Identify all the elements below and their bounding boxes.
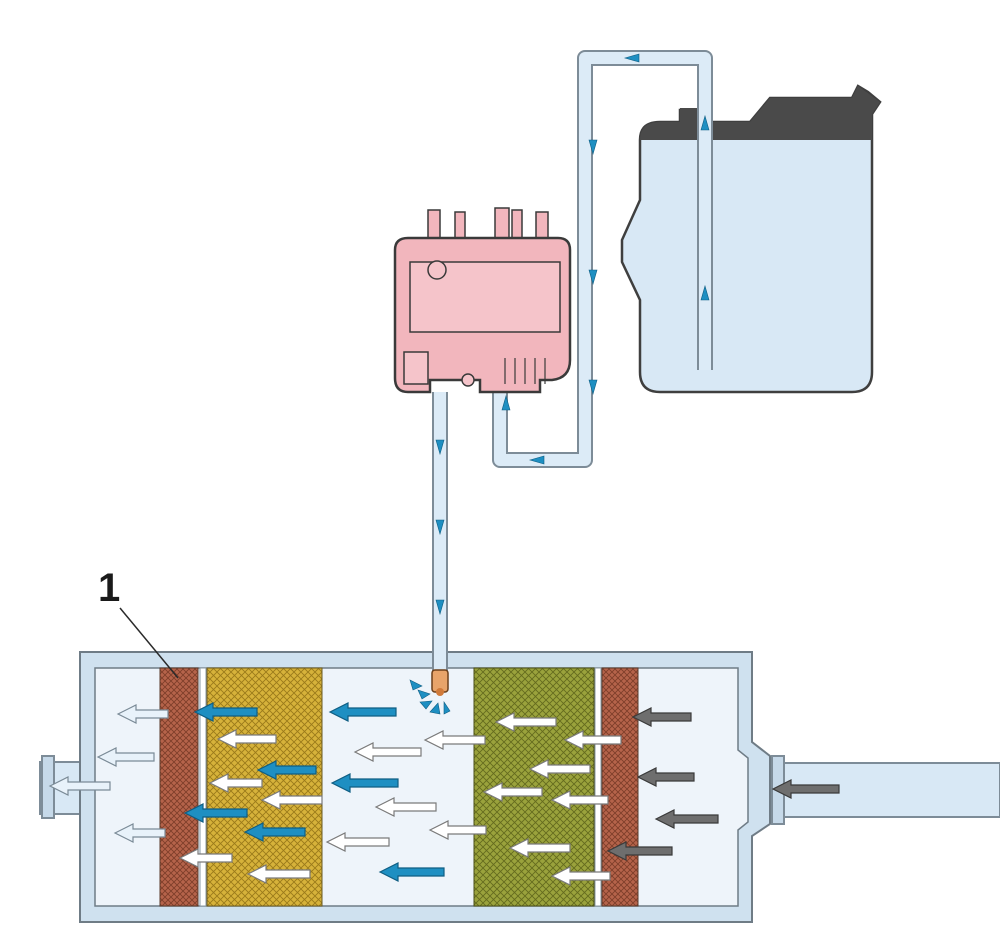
gas-flow-arrows: [48, 702, 840, 886]
flow-arrow-icon: [328, 702, 397, 722]
flow-arrow-icon: [208, 773, 263, 793]
flow-arrow-icon: [563, 730, 622, 750]
flow-arrow-icon: [550, 866, 611, 886]
dosing-module-icon: [393, 207, 572, 394]
flow-arrow-icon: [325, 832, 390, 852]
separator-right: [594, 667, 602, 907]
flow-arrow-icon: [494, 712, 557, 732]
flow-arrow-icon: [116, 704, 169, 724]
injector-nozzle-icon: [409, 669, 451, 715]
separator-left: [199, 667, 207, 907]
flow-arrow-icon: [243, 822, 306, 842]
flow-arrow-icon: [96, 747, 155, 767]
flow-arrow-icon: [183, 803, 248, 823]
brick-layer-left: [159, 667, 199, 907]
flow-arrow-icon: [482, 782, 543, 802]
flow-arrow-icon: [528, 759, 591, 779]
callout-label-1: 1: [98, 566, 121, 610]
flow-arrow-icon: [508, 838, 571, 858]
flow-arrow-icon: [428, 820, 487, 840]
flow-arrow-icon: [260, 790, 323, 810]
flow-arrow-icon: [631, 707, 692, 727]
flow-arrow-icon: [48, 776, 111, 796]
flow-arrow-icon: [771, 779, 840, 799]
flow-arrow-icon: [636, 767, 695, 787]
flow-arrow-icon: [330, 773, 399, 793]
callout-leader-line: [119, 607, 179, 679]
flow-arrow-icon: [246, 864, 311, 884]
tank-icon: [620, 84, 882, 394]
flow-arrow-icon: [423, 730, 486, 750]
pipe-flow-arrows: [435, 53, 710, 616]
flow-arrow-icon: [113, 823, 166, 843]
flow-arrow-icon: [654, 809, 719, 829]
flow-arrow-icon: [374, 797, 437, 817]
flow-arrow-icon: [216, 729, 277, 749]
brick-layer-right: [601, 667, 639, 907]
flow-arrow-icon: [606, 841, 673, 861]
flow-arrow-icon: [353, 742, 422, 762]
flow-arrow-icon: [550, 790, 609, 810]
flow-arrow-icon: [256, 760, 317, 780]
flow-arrow-icon: [378, 862, 445, 882]
flow-arrow-icon: [193, 702, 258, 722]
filter-olive: [473, 667, 595, 907]
flow-arrow-icon: [178, 848, 233, 868]
